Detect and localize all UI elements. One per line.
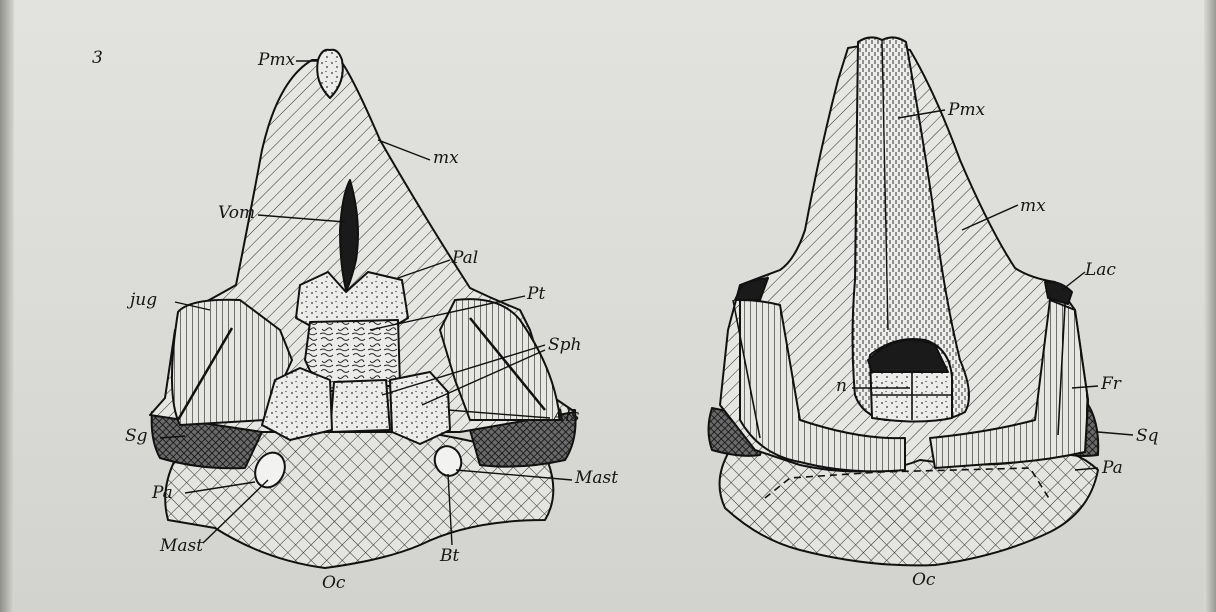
label-dorsal-n: n (836, 378, 847, 395)
label-ventral-als: Als (553, 408, 579, 425)
label-ventral-pa: Pa (152, 485, 173, 502)
label-dorsal-pmx: Pmx (948, 102, 985, 119)
label-dorsal-lac: Lac (1085, 262, 1116, 279)
label-ventral-sph: Sph (548, 337, 581, 354)
label-ventral-oc: Oc (322, 575, 345, 592)
label-dorsal-pa: Pa (1102, 460, 1123, 477)
label-ventral-sg: Sg (125, 428, 148, 445)
label-ventral-pt: Pt (527, 286, 545, 303)
label-ventral-pmx: Pmx (258, 52, 295, 69)
label-ventral-mast-right: Mast (575, 470, 618, 487)
label-ventral-jug: jug (130, 292, 157, 309)
ventral-sphenoid (330, 380, 390, 432)
label-ventral-vom: Vom (218, 205, 255, 222)
figure-number: 3 (92, 50, 103, 67)
label-ventral-pal: Pal (452, 250, 478, 267)
label-ventral-mast-left: Mast (160, 538, 203, 555)
label-ventral-mx: mx (433, 150, 459, 167)
label-ventral-bt: Bt (440, 548, 459, 565)
ventral-skull (150, 50, 576, 568)
label-dorsal-oc: Oc (912, 572, 935, 589)
label-dorsal-fr: Fr (1101, 376, 1121, 393)
label-dorsal-sq: Sq (1136, 428, 1159, 445)
label-dorsal-mx: mx (1020, 198, 1046, 215)
